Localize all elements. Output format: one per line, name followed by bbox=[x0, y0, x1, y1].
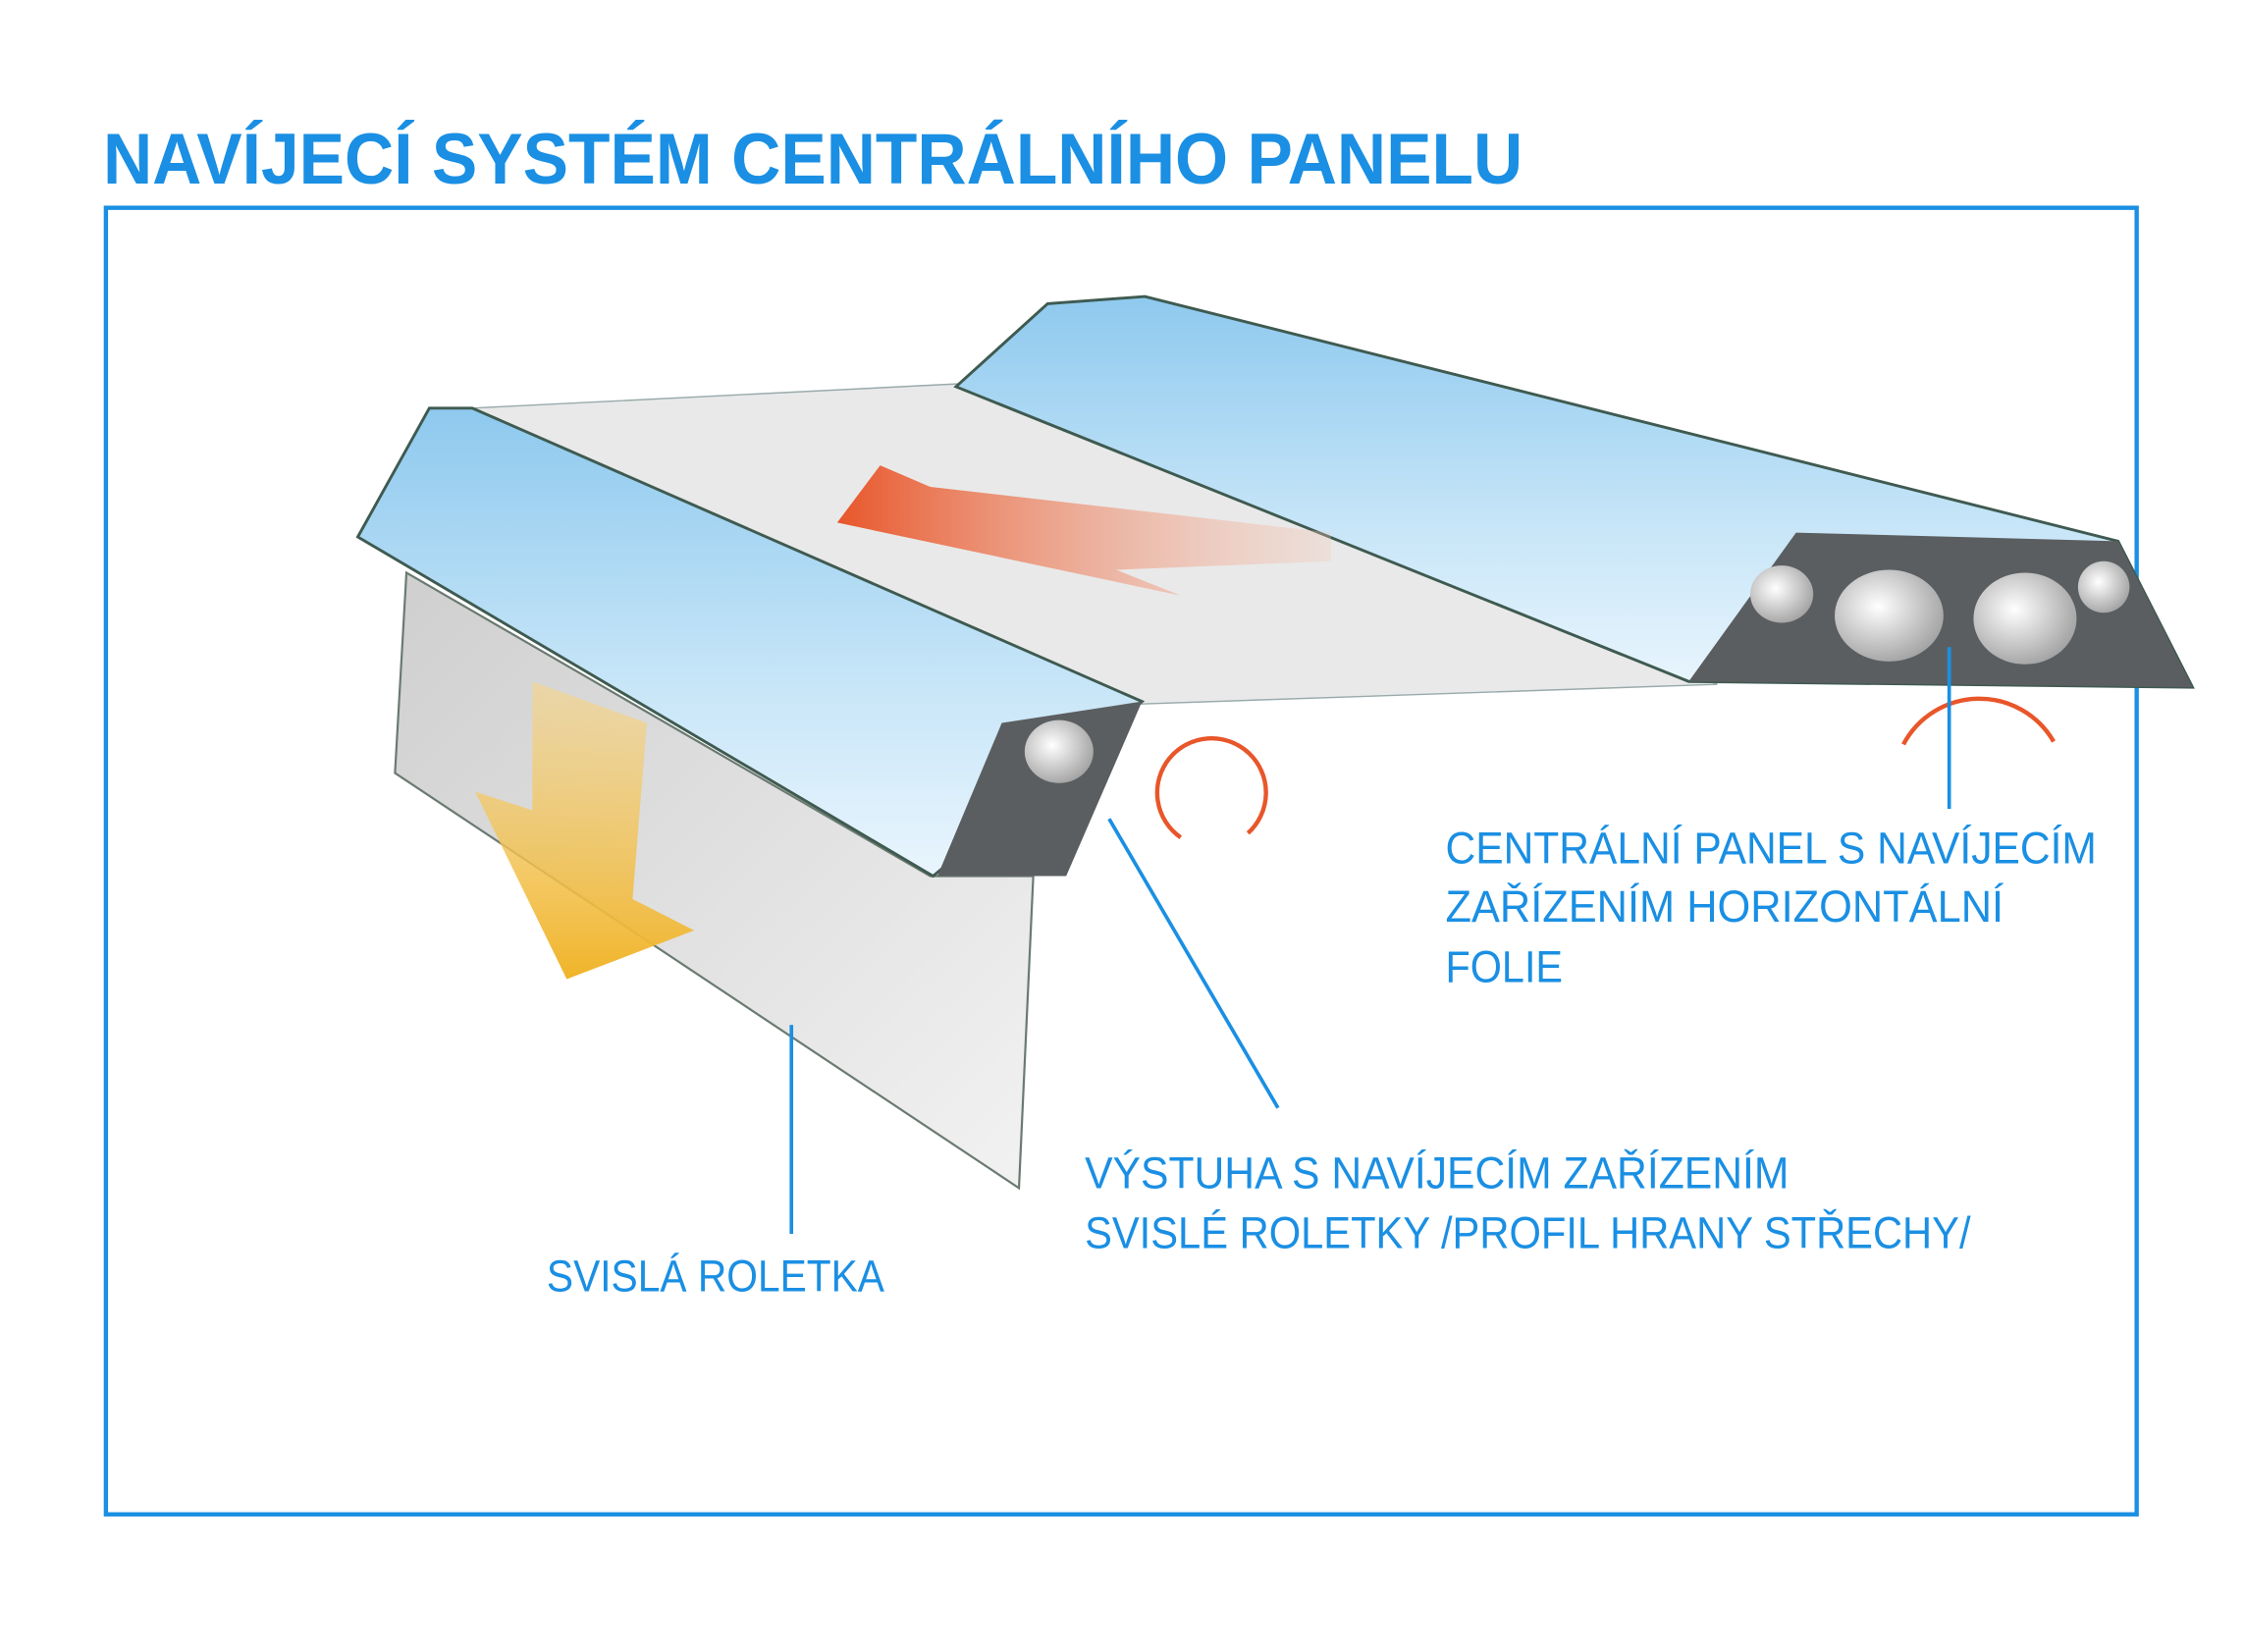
roller-cylinder bbox=[1835, 569, 1944, 662]
rotation-arrow-center bbox=[1901, 696, 2056, 746]
label-central-panel-line1: CENTRÁLNÍ PANEL S NAVÍJECÍM bbox=[1445, 823, 2096, 873]
roof-illustration bbox=[355, 294, 2195, 1191]
roller-cylinder bbox=[1024, 719, 1094, 783]
label-central-panel-line3: FOLIE bbox=[1445, 941, 1563, 991]
left-profile bbox=[355, 406, 1146, 879]
label-vertical-blind: SVISLÁ ROLETKA bbox=[547, 1251, 885, 1301]
label-central-panel-line2: ZAŘÍZENÍM HORIZONTÁLNÍ bbox=[1445, 881, 2004, 932]
rotation-arrow-left bbox=[1154, 736, 1268, 839]
roller-cylinder bbox=[2077, 560, 2130, 613]
vertical-arrow bbox=[475, 681, 695, 980]
roller-cylinder bbox=[1973, 572, 2077, 665]
horizontal-arrow bbox=[836, 465, 1331, 596]
label-stiffener-line2: SVISLÉ ROLETKY /PROFIL HRANY STŘECHY/ bbox=[1085, 1208, 1971, 1258]
diagram-frame bbox=[103, 205, 2139, 1517]
page-title: NAVÍJECÍ SYSTÉM CENTRÁLNÍHO PANELU bbox=[103, 120, 1523, 199]
roller-cylinder bbox=[1750, 565, 1814, 623]
label-stiffener-line1: VÝSTUHA S NAVÍJECÍM ZAŘÍZENÍM bbox=[1085, 1147, 1789, 1198]
leader-line-stiffener bbox=[1107, 818, 1280, 1109]
